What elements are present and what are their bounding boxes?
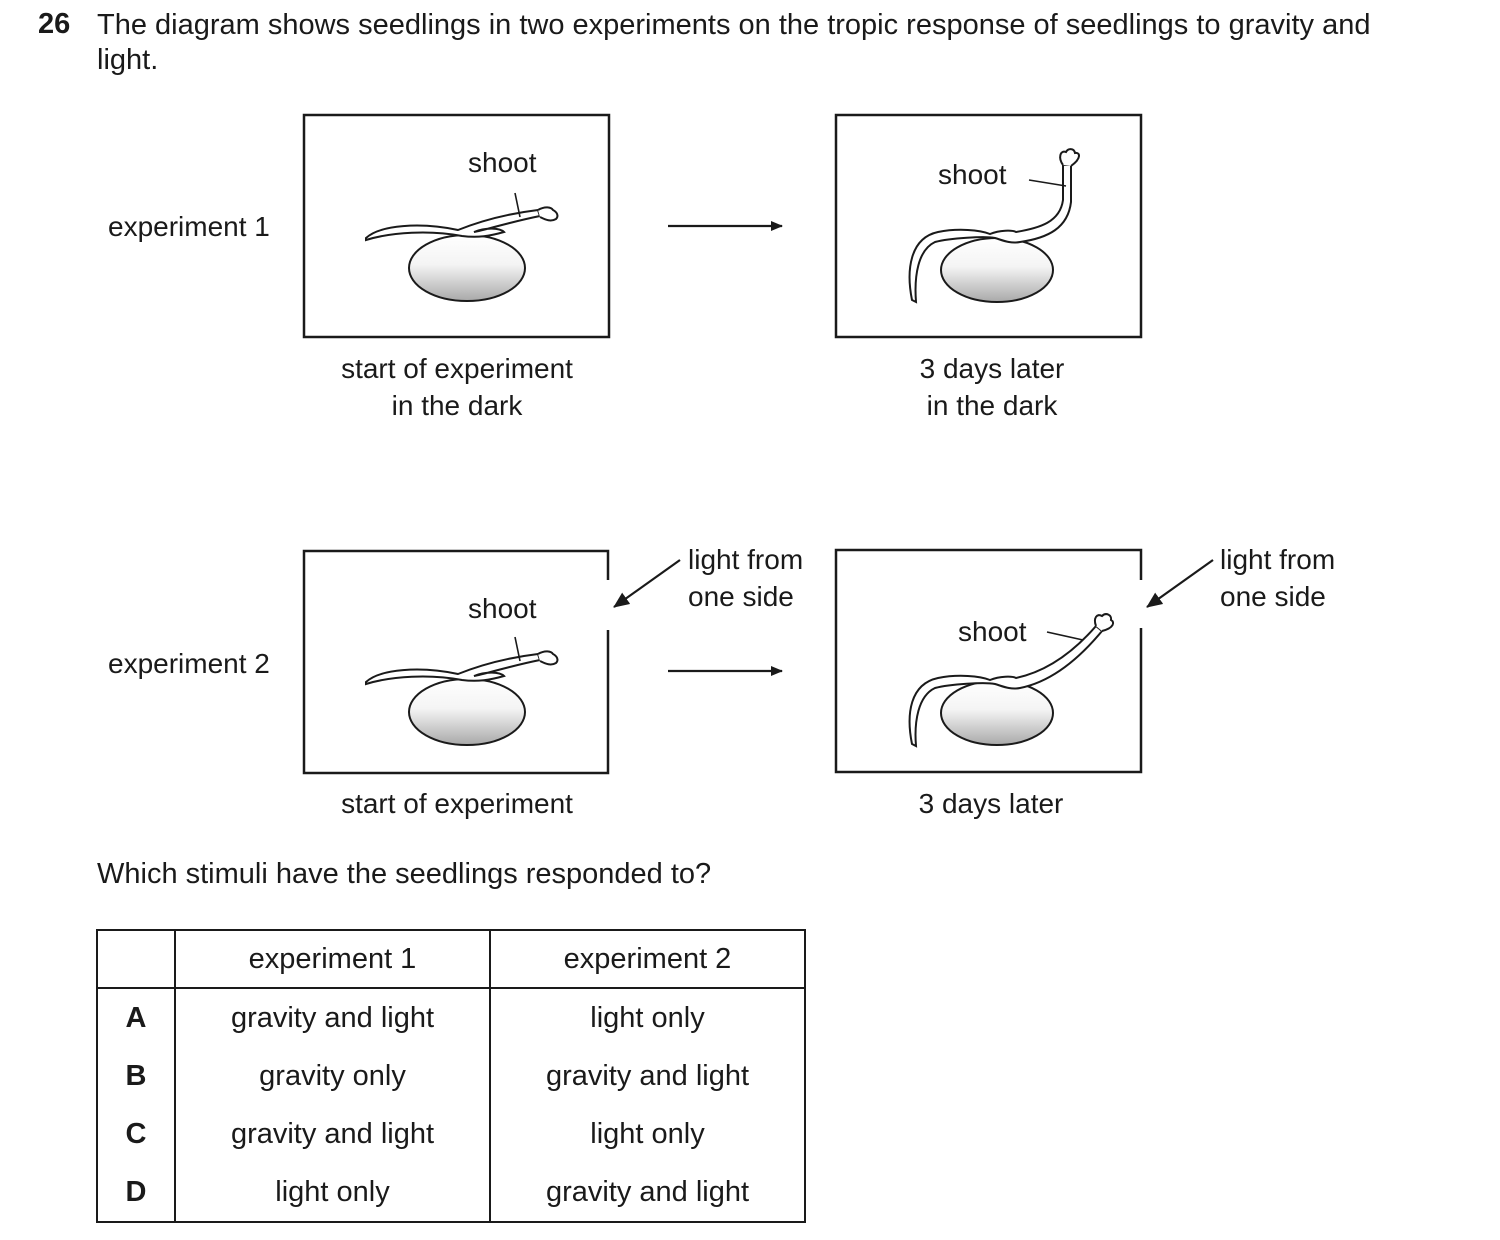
table-header-experiment2: experiment 2 [489, 929, 806, 989]
light-label-2-line1: light from [1220, 544, 1335, 575]
experiment1-label: experiment 1 [108, 211, 270, 242]
table-row: A gravity and light light only [96, 988, 806, 1047]
answer-table: experiment 1 experiment 2 A gravity and … [96, 929, 806, 1223]
option-letter[interactable]: B [96, 1047, 176, 1105]
option-experiment1-value: gravity only [174, 1047, 491, 1105]
experiment2-label: experiment 2 [108, 648, 270, 679]
option-letter[interactable]: D [96, 1163, 176, 1223]
light-label-1-line2: one side [688, 581, 794, 612]
light-arrow-1 [613, 559, 681, 608]
table-row: D light only gravity and light [96, 1163, 806, 1223]
experiment1-start-shoot-label: shoot [468, 147, 537, 178]
table-row: C gravity and light light only [96, 1105, 806, 1163]
option-experiment1-value: light only [174, 1163, 491, 1223]
seedling-horizontal-1 [365, 192, 559, 302]
question-text: The diagram shows seedlings in two exper… [97, 9, 1371, 76]
seedling-bent-up-1 [908, 148, 1080, 304]
option-experiment2-value: light only [489, 1105, 806, 1163]
experiment1-start-caption-line1: start of experiment [341, 353, 573, 384]
experiment1-start-caption-line2: in the dark [392, 390, 524, 421]
experiment1-later-box [834, 113, 1143, 339]
light-arrow-2 [1146, 559, 1214, 608]
seedling-horizontal-2 [365, 636, 559, 746]
option-letter[interactable]: A [96, 988, 176, 1047]
table-header-blank [96, 929, 176, 989]
experiment1-start-box [302, 113, 611, 339]
experiment2-start-box [302, 549, 610, 775]
experiment1-later-caption-line1: 3 days later [920, 353, 1065, 384]
option-experiment2-value: light only [489, 988, 806, 1047]
table-header-experiment1: experiment 1 [174, 929, 491, 989]
option-experiment2-value: gravity and light [489, 1047, 806, 1105]
option-experiment2-value: gravity and light [489, 1163, 806, 1223]
seedling-bent-toward-light [908, 613, 1115, 748]
question-prompt: Which stimuli have the seedlings respond… [97, 858, 712, 890]
light-label-2-line2: one side [1220, 581, 1326, 612]
experiment2-start-caption: start of experiment [341, 788, 573, 819]
table-header-row: experiment 1 experiment 2 [96, 929, 806, 989]
table-row: B gravity only gravity and light [96, 1047, 806, 1105]
experiment2-later-caption: 3 days later [919, 788, 1064, 819]
experiment2-later-shoot-label: shoot [958, 616, 1027, 647]
light-label-1-line1: light from [688, 544, 803, 575]
seedling-diagram: experiment 1 shoot start of experiment i… [108, 113, 1335, 819]
experiment1-later-shoot-label: shoot [938, 159, 1007, 190]
option-experiment1-value: gravity and light [174, 1105, 491, 1163]
option-experiment1-value: gravity and light [174, 988, 491, 1047]
question-number: 26 [38, 8, 71, 40]
experiment2-later-box [834, 548, 1143, 774]
experiment1-later-caption-line2: in the dark [927, 390, 1059, 421]
experiment2-start-shoot-label: shoot [468, 593, 537, 624]
option-letter[interactable]: C [96, 1105, 176, 1163]
